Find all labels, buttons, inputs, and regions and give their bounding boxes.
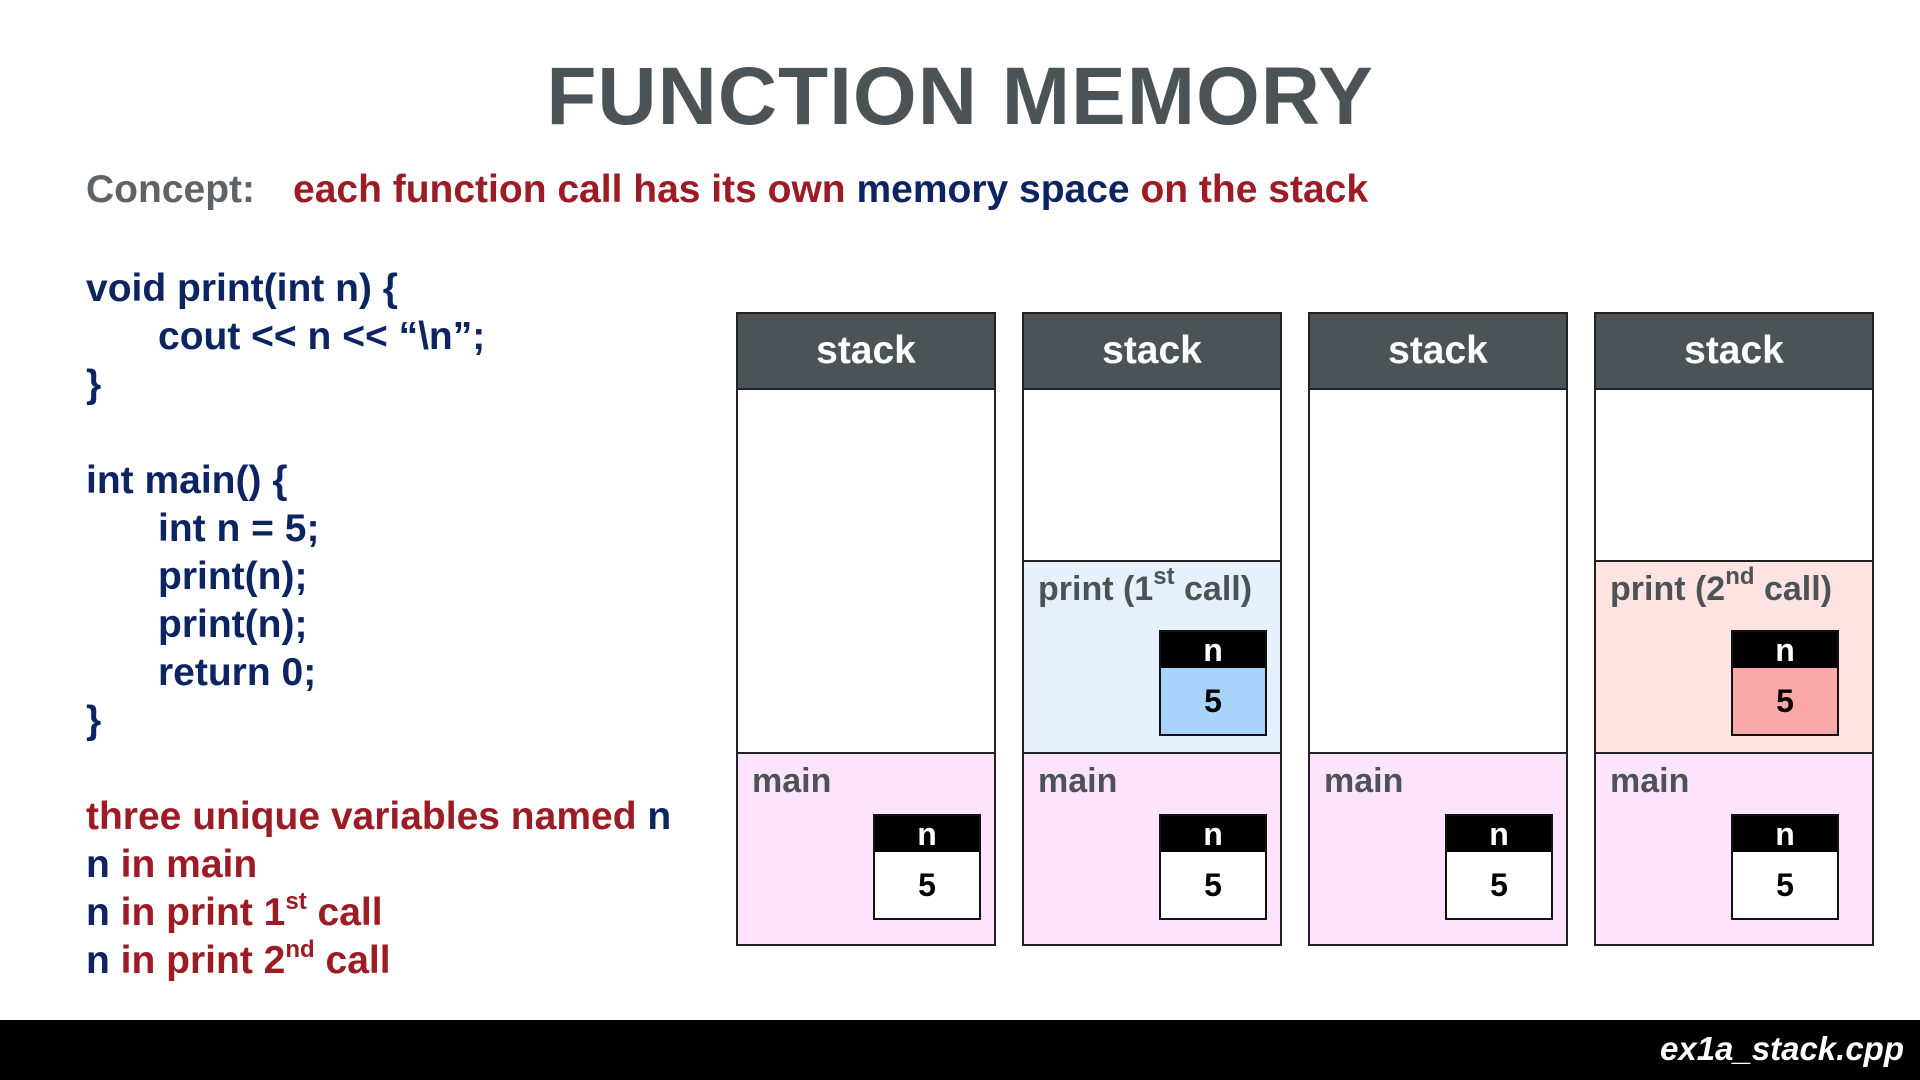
note-var: n (86, 939, 110, 982)
note-var: n (86, 891, 110, 934)
concept-label: Concept: (86, 168, 255, 211)
variable-name: n (1733, 816, 1837, 852)
variable-value: 5 (1161, 668, 1265, 734)
variable-box: n 5 (873, 814, 981, 920)
note-text: in main (120, 843, 258, 886)
variable-name: n (875, 816, 979, 852)
code-line: return 0; (158, 651, 317, 694)
note-line: n in print 1st call (86, 889, 671, 937)
stack-header: stack (738, 314, 994, 390)
footer-bar: ex1a_stack.cpp (0, 1020, 1920, 1080)
code-line: int main() { (86, 459, 288, 502)
source-filename: ex1a_stack.cpp (1659, 1030, 1904, 1067)
variable-box: n 5 (1159, 630, 1267, 736)
variable-value: 5 (1161, 852, 1265, 918)
code-line: print(n); (158, 555, 308, 598)
variable-box: n 5 (1159, 814, 1267, 920)
variable-box: n 5 (1731, 814, 1839, 920)
note-ordinal: st (285, 888, 307, 915)
concept-part-1: each function call has its own (293, 168, 846, 211)
main-frame: main n 5 (1310, 752, 1566, 944)
code-line: void print(int n) { (86, 267, 398, 310)
stack-diagram-1: stack main n 5 (736, 312, 996, 946)
note-text: three unique variables named (86, 795, 637, 838)
variable-box: n 5 (1731, 630, 1839, 736)
stack-diagram-3: stack main n 5 (1308, 312, 1568, 946)
variable-value: 5 (1733, 852, 1837, 918)
note-var: n (86, 843, 110, 886)
variable-value: 5 (1733, 668, 1837, 734)
stack-header: stack (1596, 314, 1872, 390)
concept-statement: Concept: each function call has its own m… (86, 168, 1368, 212)
variable-box: n 5 (1445, 814, 1553, 920)
frame-label: main (1610, 762, 1690, 800)
frame-label: main (1324, 762, 1404, 800)
concept-part-2: memory space (856, 168, 1130, 211)
variable-name: n (1733, 632, 1837, 668)
print-call-2-frame: print (2nd call) n 5 (1596, 560, 1872, 752)
stack-diagram-2: stack print (1st call) n 5 main n 5 (1022, 312, 1282, 946)
slide-title: FUNCTION MEMORY (546, 51, 1374, 142)
note-var: n (647, 795, 672, 838)
frame-label: print (2nd call) (1610, 563, 1833, 609)
variable-notes: three unique variables named n n in main… (86, 793, 671, 985)
frame-label: main (1038, 762, 1118, 800)
main-frame: main n 5 (738, 752, 994, 944)
note-line: three unique variables named n (86, 793, 671, 841)
note-text: in print 1 (120, 891, 286, 934)
code-line: } (86, 363, 102, 406)
stack-header: stack (1024, 314, 1280, 390)
note-ordinal: nd (285, 936, 315, 963)
note-line: n in main (86, 841, 671, 889)
frame-label: print (1st call) (1038, 563, 1253, 609)
variable-name: n (1161, 632, 1265, 668)
code-line: int n = 5; (158, 507, 320, 550)
stack-diagram-4: stack print (2nd call) n 5 main n 5 (1594, 312, 1874, 946)
main-frame: main n 5 (1024, 752, 1280, 944)
variable-name: n (1161, 816, 1265, 852)
note-text: call (317, 891, 383, 934)
frame-label: main (752, 762, 832, 800)
concept-part-3: on the stack (1140, 168, 1369, 211)
note-text: call (325, 939, 391, 982)
note-text: in print 2 (120, 939, 286, 982)
variable-value: 5 (1447, 852, 1551, 918)
variable-name: n (1447, 816, 1551, 852)
print-call-1-frame: print (1st call) n 5 (1024, 560, 1280, 752)
stack-header: stack (1310, 314, 1566, 390)
code-listing: void print(int n) { cout << n << “\n”; }… (86, 265, 485, 745)
code-line: } (86, 699, 102, 742)
main-frame: main n 5 (1596, 752, 1872, 944)
code-line: cout << n << “\n”; (158, 315, 486, 358)
note-line: n in print 2nd call (86, 937, 671, 985)
variable-value: 5 (875, 852, 979, 918)
code-line: print(n); (158, 603, 308, 646)
